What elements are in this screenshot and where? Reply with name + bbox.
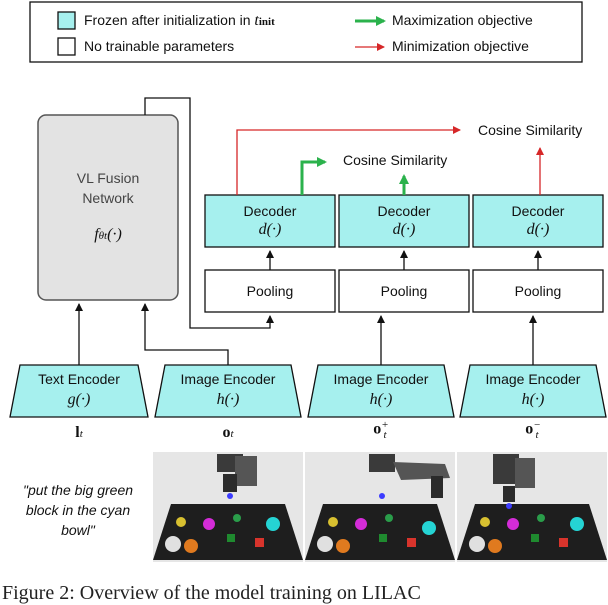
legend-frozen-symbol-sub: init [258, 16, 275, 28]
legend-frozen-swatch [57, 11, 76, 30]
max-arrow-dec1 [300, 157, 327, 195]
decoder-symbol-3: d(·) [526, 221, 550, 238]
decoder-symbol-1: d(·) [258, 221, 282, 238]
scene-image-1 [153, 452, 303, 562]
text-encoder-symbol: g(·) [67, 391, 91, 408]
text-encoder-label: Text Encoder [38, 371, 120, 387]
image-encoder-symbol-2: h(·) [369, 391, 393, 408]
arrow-fusion-to-pooling [144, 97, 274, 329]
image-encoder-label-1: Image Encoder [180, 371, 276, 387]
cosine-similarity-label-1: Cosine Similarity [343, 152, 448, 168]
arrow-image-to-fusion [141, 303, 229, 365]
pooling-label-1: Pooling [246, 283, 294, 299]
legend-frozen-text: Frozen after initialization in tinit [84, 12, 275, 30]
input-text-symbol: lt [75, 424, 83, 441]
decoder-box-1 [204, 194, 336, 248]
legend-no-params-label: No trainable parameters [84, 38, 235, 54]
decoder-symbol-2: d(·) [392, 221, 416, 238]
scene-image-2 [305, 452, 455, 562]
image-encoder-label-2: Image Encoder [333, 371, 429, 387]
image-encoder-shape-1 [154, 364, 302, 418]
image-encoder-shape-3 [459, 364, 607, 418]
vl-fusion-title-1: VL Fusion [76, 170, 140, 186]
decoder-label-1: Decoder [243, 203, 297, 219]
scene-image-3 [457, 452, 607, 562]
legend-max-label: Maximization objective [392, 12, 533, 28]
cosine-similarity-label-2: Cosine Similarity [478, 122, 583, 138]
pooling-label-2: Pooling [380, 283, 428, 299]
image-encoder-symbol-3: h(·) [521, 391, 545, 408]
decoder-box-2 [338, 194, 470, 248]
legend-box [29, 1, 583, 63]
pooling-label-3: Pooling [514, 283, 562, 299]
legend-no-params-swatch [57, 37, 76, 56]
figure-caption: Figure 2: Overview of the model training… [2, 582, 421, 604]
text-encoder-shape [9, 364, 149, 418]
legend-frozen-symbol: t [254, 12, 259, 29]
pooling-box-1 [204, 269, 336, 313]
vl-fusion-symbol: fθt(·) [94, 226, 122, 243]
legend-frozen-label: Frozen after initialization in [84, 12, 251, 28]
image-encoder-label-3: Image Encoder [485, 371, 581, 387]
decoder-box-3 [472, 194, 604, 248]
decoder-label-2: Decoder [377, 203, 431, 219]
vl-fusion-title-2: Network [82, 190, 134, 206]
image-encoder-symbol-1: h(·) [216, 391, 240, 408]
input-obs-symbol: ot [222, 424, 234, 441]
legend-min-label: Minimization objective [392, 38, 529, 54]
instruction-text: "put the big green block in the cyan bow… [22, 482, 134, 538]
image-encoder-shape-2 [307, 364, 455, 418]
input-obs-neg-symbol: o−t [525, 419, 541, 441]
vl-fusion-box [37, 114, 179, 301]
input-obs-pos-symbol: o+t [373, 419, 389, 441]
min-arrow-dec1 [236, 126, 461, 195]
decoder-label-3: Decoder [511, 203, 565, 219]
